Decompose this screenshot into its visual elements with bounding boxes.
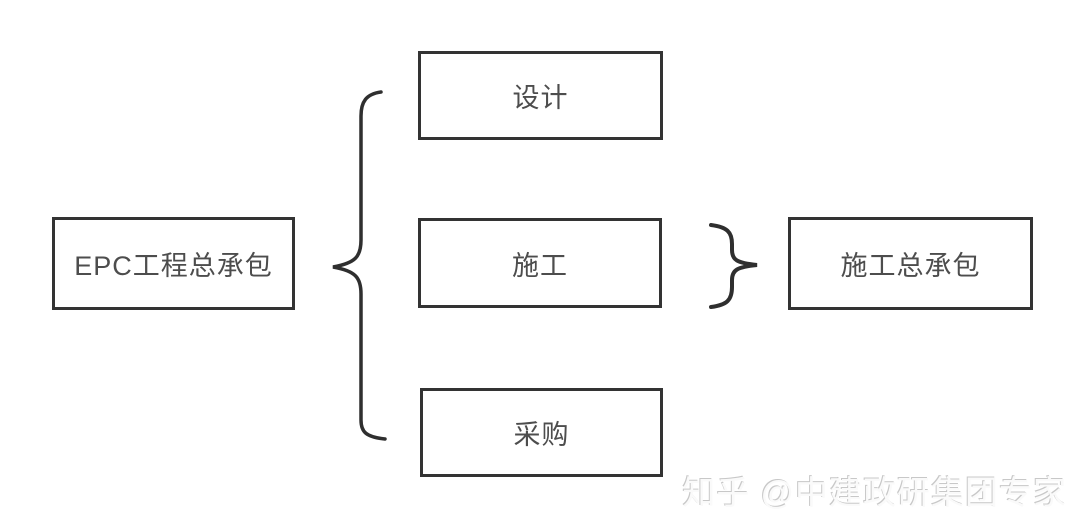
construction-box: 施工 (418, 218, 662, 308)
procurement-box: 采购 (420, 388, 663, 477)
design-box: 设计 (418, 51, 663, 140)
left-brace (332, 90, 387, 441)
epc-box-label: EPC工程总承包 (74, 251, 273, 281)
construction-general-contracting-box: 施工总承包 (788, 217, 1033, 310)
epc-general-contracting-box: EPC工程总承包 (52, 217, 295, 310)
construction-box-label: 施工 (512, 250, 568, 281)
design-box-label: 设计 (512, 83, 569, 113)
result-box-label: 施工总承包 (840, 251, 981, 281)
watermark: 知乎 @中建政研集团专家 (682, 474, 1067, 511)
procurement-box-label: 采购 (513, 420, 570, 450)
right-brace (709, 223, 758, 309)
